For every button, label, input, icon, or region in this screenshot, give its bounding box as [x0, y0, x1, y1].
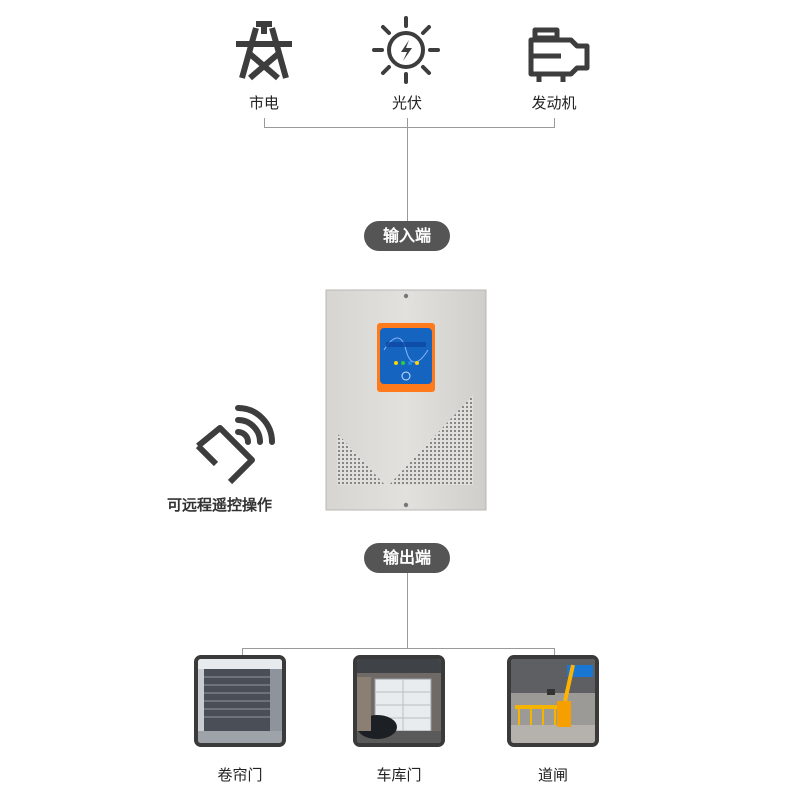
input-bracket-left: [264, 118, 265, 128]
input-bracket-mid: [407, 118, 408, 128]
remote-control-icon: [194, 398, 280, 486]
input-label-solar: 光伏: [391, 94, 422, 112]
input-label-grid: 市电: [248, 94, 279, 112]
output-bracket-horizontal: [242, 648, 555, 649]
rolling-shutter-photo: [194, 655, 286, 747]
garage-door-photo: [353, 655, 445, 747]
input-badge: 输入端: [364, 221, 450, 251]
output-bracket-right: [554, 648, 555, 656]
control-panel: [377, 323, 435, 392]
input-bracket-horizontal: [264, 127, 555, 128]
solar-sun-icon: [372, 16, 440, 84]
control-screen: [380, 328, 432, 384]
input-bracket-right: [554, 118, 555, 128]
barrier-gate-photo: [507, 655, 599, 747]
output-label-barrier: 道闸: [537, 766, 568, 784]
output-trunk-line: [407, 573, 408, 649]
output-label-shutter: 卷帘门: [217, 766, 263, 784]
output-bracket-left: [242, 648, 243, 656]
power-tower-icon: [232, 20, 296, 82]
generator-engine-icon: [525, 26, 591, 84]
output-badge: 输出端: [364, 543, 450, 573]
output-label-garage: 车库门: [376, 766, 422, 784]
remote-label: 可远程遥控操作: [167, 496, 273, 514]
input-trunk-line: [407, 127, 408, 222]
input-label-generator: 发动机: [531, 94, 577, 112]
